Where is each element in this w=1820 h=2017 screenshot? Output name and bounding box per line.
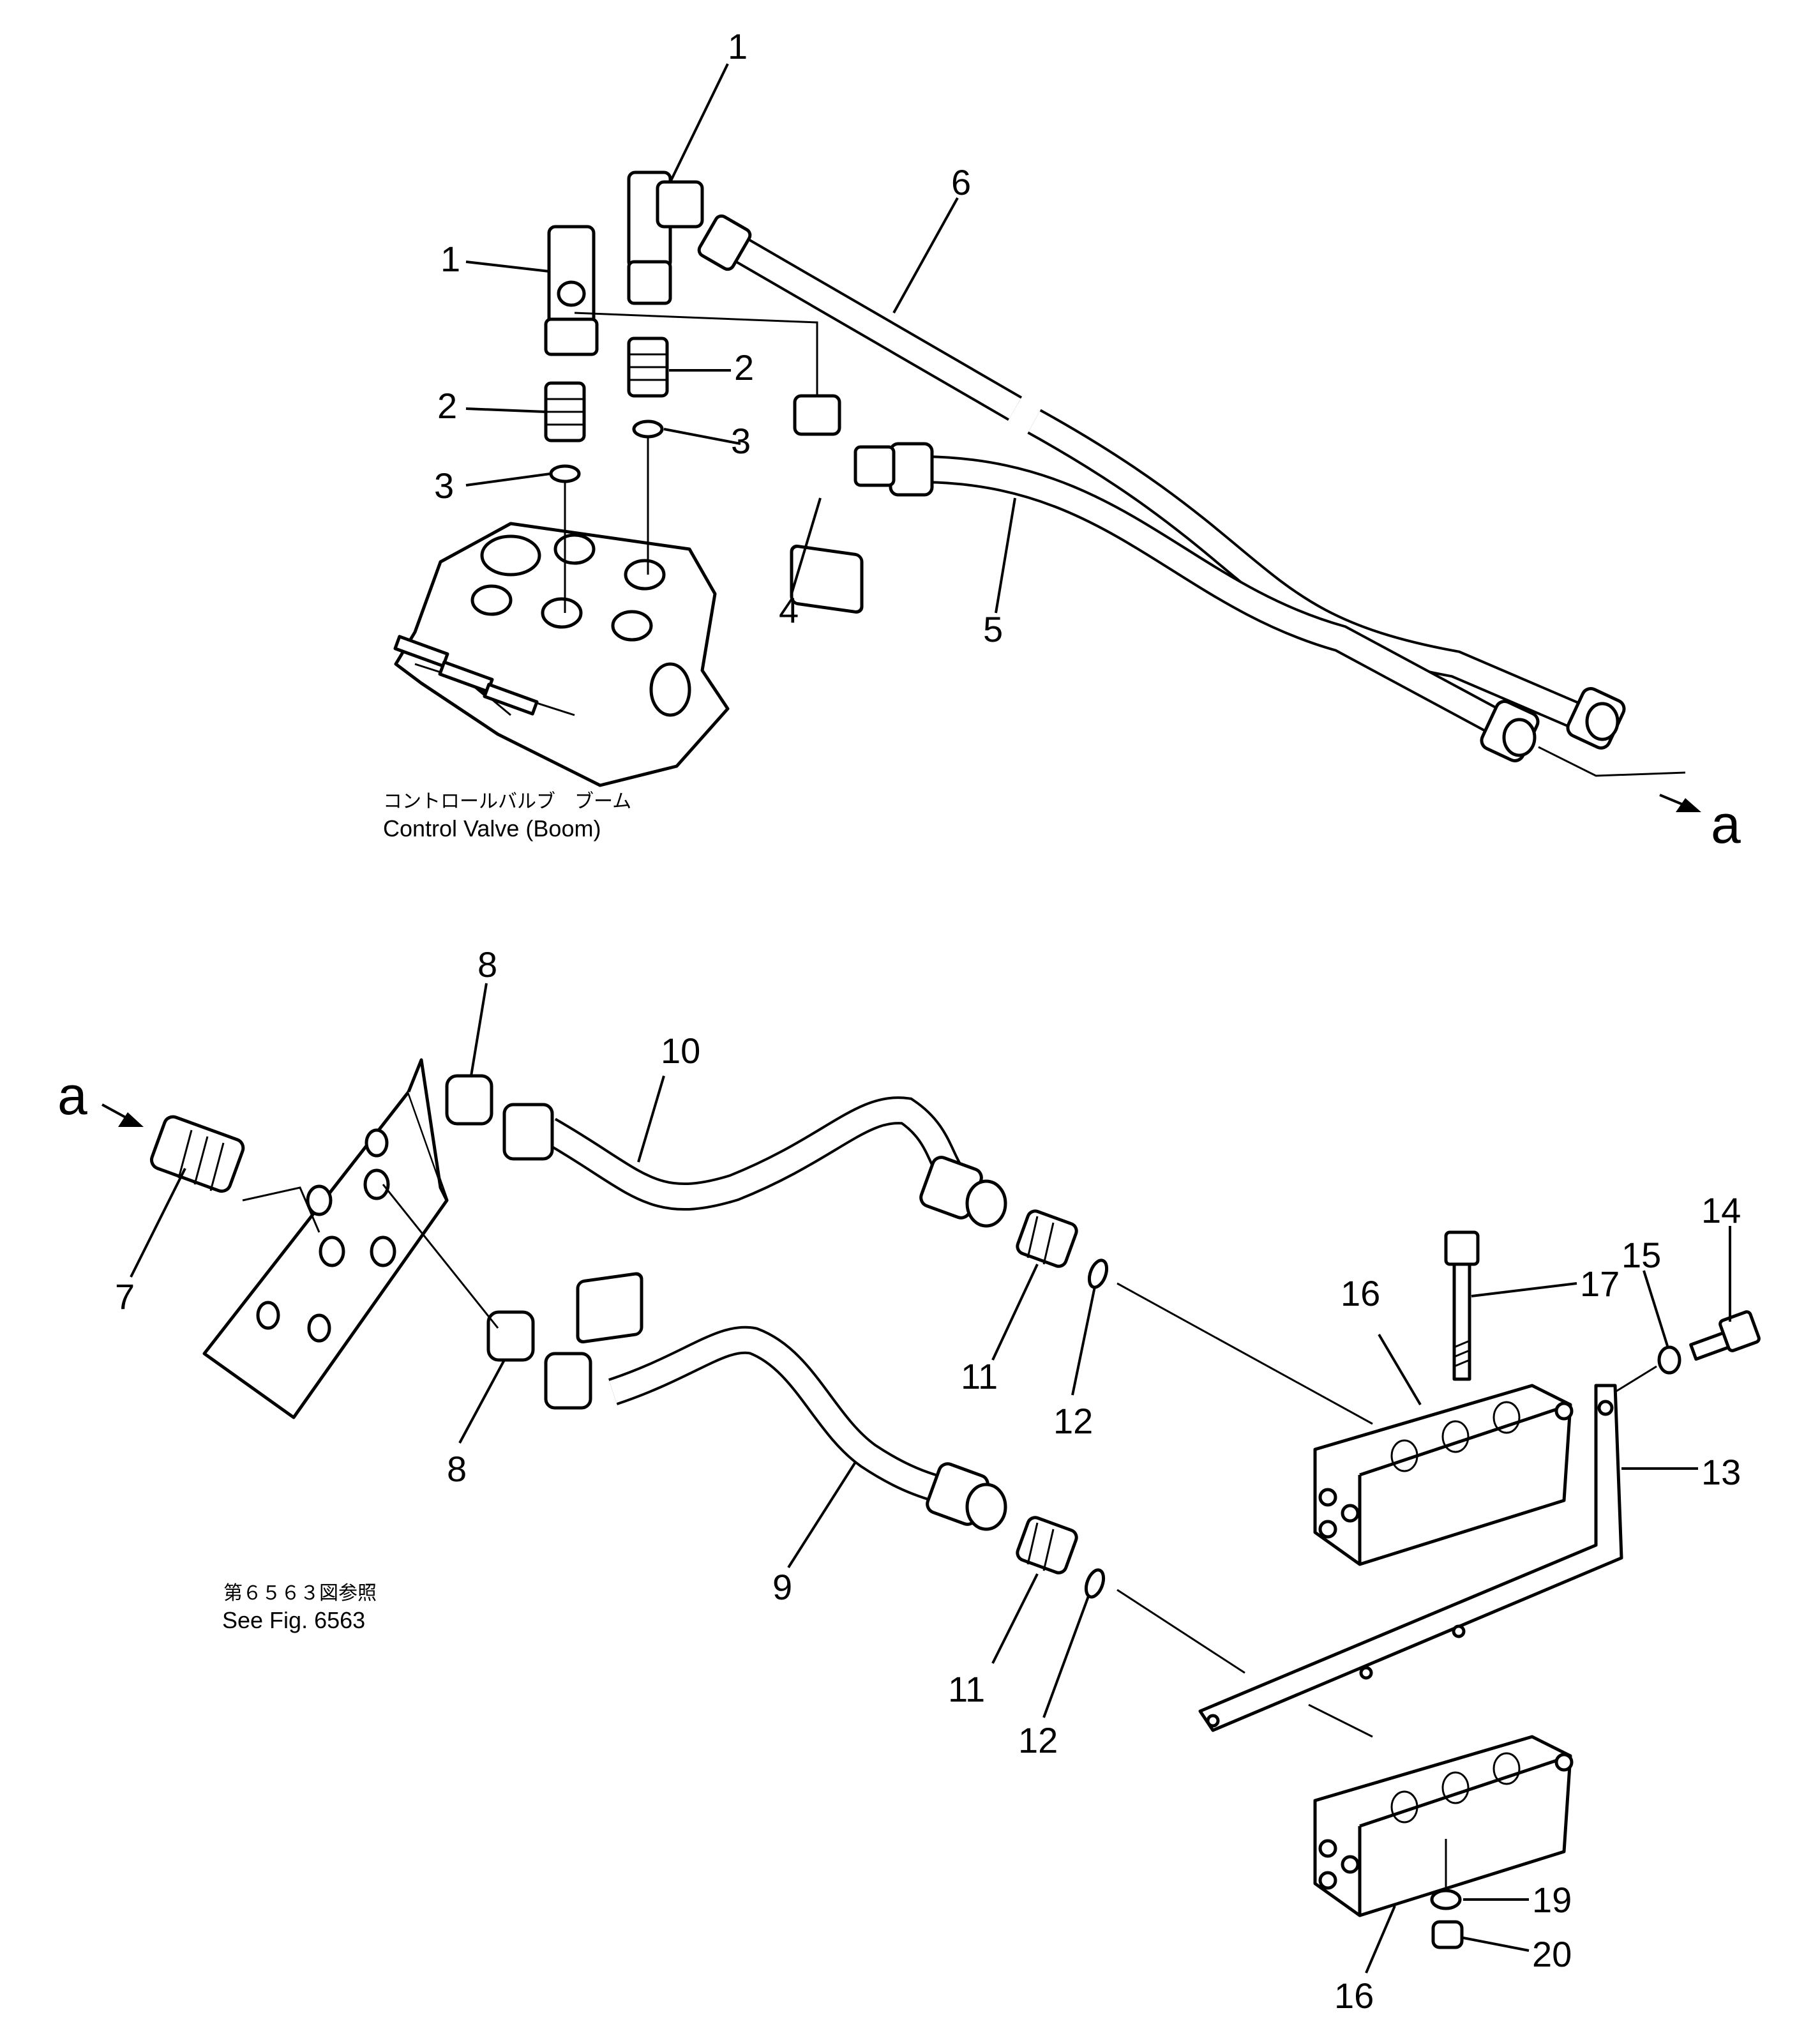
callout-6: 6 [951, 162, 971, 202]
leader-elbow-link [574, 312, 818, 396]
nut-8-lower [486, 1310, 535, 1362]
callout-3-right: 3 [731, 421, 751, 461]
callout-19: 19 [1532, 1880, 1572, 1920]
callout-16-upper: 16 [1341, 1273, 1380, 1313]
caption-see-fig-jp: 第６５６３図参照 [223, 1582, 377, 1605]
arrowhead-a-bottom [118, 1112, 144, 1127]
o-ring-12-lower [1084, 1568, 1106, 1599]
adapter-11-upper [1016, 1209, 1078, 1268]
arrowhead-a-top [1676, 798, 1701, 812]
washer-15 [1657, 1345, 1681, 1375]
tube-9 [544, 1272, 1007, 1531]
callout-8-lower: 8 [447, 1449, 467, 1489]
callout-7: 7 [115, 1276, 135, 1317]
adapter-2-left [544, 381, 586, 442]
elbow-fitting-1-lower [544, 225, 599, 356]
union-7 [149, 1115, 245, 1193]
callout-3-left: 3 [434, 465, 454, 506]
callout-11-upper: 11 [961, 1356, 998, 1396]
leader-valve-ports [564, 437, 649, 613]
lock-washer-19 [1430, 1889, 1462, 1910]
leader-washer-bracket [1614, 1365, 1657, 1393]
callout-17: 17 [1580, 1264, 1620, 1304]
callout-4: 4 [779, 590, 799, 630]
valve-16-lower [1313, 1735, 1574, 1917]
callout-9: 9 [772, 1567, 792, 1607]
connector-a-in: a [57, 1066, 87, 1126]
callout-14: 14 [1701, 1190, 1741, 1230]
leader-a-top [1538, 746, 1686, 777]
connector-a-out: a [1711, 794, 1741, 854]
callout-2-right: 2 [734, 347, 754, 388]
leader-port-lines [1117, 1282, 1373, 1738]
adapter-11-lower [1016, 1516, 1078, 1575]
callout-16-lower: 16 [1334, 1975, 1374, 2014]
callout-12-lower: 12 [1018, 1720, 1058, 1760]
callout-11-lower: 11 [948, 1669, 985, 1709]
callout-1-lower: 1 [440, 239, 460, 279]
caption-control-valve-jp: コントロールバルブ ブーム [383, 790, 631, 813]
control-valve-boom [393, 522, 730, 787]
tube-10 [502, 1096, 1007, 1228]
callout-5: 5 [983, 609, 1003, 649]
bolt-14 [1689, 1310, 1761, 1361]
callout-12-upper: 12 [1053, 1401, 1093, 1441]
valve-16-upper [1313, 1384, 1574, 1566]
callout-13: 13 [1701, 1452, 1741, 1492]
nut-8-upper [445, 1074, 493, 1126]
o-ring-3-right [632, 419, 664, 439]
bolt-17 [1444, 1230, 1480, 1381]
caption-control-valve-en: Control Valve (Boom) [383, 815, 601, 842]
callout-10: 10 [661, 1031, 700, 1071]
leader-bracket-nut [382, 1184, 499, 1329]
elbow-fitting-1-upper [627, 170, 704, 305]
hose-6 [697, 214, 1626, 750]
adapter-2-right [627, 336, 669, 398]
callout-1-upper: 1 [728, 26, 748, 66]
callout-15: 15 [1621, 1235, 1661, 1275]
hose-5 [889, 442, 1540, 762]
bracket-13 [1198, 1384, 1623, 1732]
callout-2-left: 2 [437, 386, 457, 426]
caption-see-fig-en: See Fig. 6563 [222, 1607, 365, 1633]
callout-leaders [130, 63, 1731, 1974]
elbow-fitting-4 [790, 394, 896, 614]
bracket-plate [202, 1058, 449, 1419]
callout-8-upper: 8 [478, 944, 497, 985]
nut-20 [1431, 1920, 1464, 1949]
leader-union-path [242, 1186, 320, 1233]
o-ring-3-left [549, 464, 581, 483]
callout-20: 20 [1532, 1934, 1572, 1974]
o-ring-12-upper [1087, 1258, 1109, 1289]
